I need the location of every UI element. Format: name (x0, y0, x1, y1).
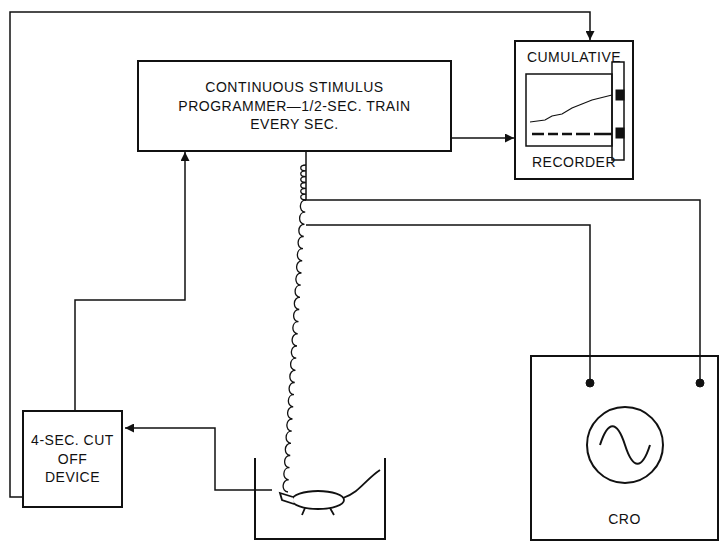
rat-head (280, 493, 294, 504)
chart-paper (526, 74, 612, 146)
recorder-chart (526, 62, 624, 160)
event-trace (532, 133, 612, 136)
connector (306, 152, 700, 355)
pen-carriage (612, 62, 624, 160)
signal-wire (306, 225, 590, 355)
sine-wave (600, 426, 650, 464)
cro-box: CRO (530, 355, 719, 541)
pen (616, 128, 624, 138)
lead-coil (301, 165, 306, 200)
connector (452, 137, 514, 139)
recorder-box: CUMULATIVE RECORDER (514, 40, 634, 180)
programmer-box: CONTINUOUS STIMULUS PROGRAMMER—1/2-SEC. … (137, 60, 452, 152)
cutoff-box: 4-SEC. CUT OFF DEVICE (22, 410, 123, 508)
rat (280, 470, 380, 515)
node-label: CONTINUOUS STIMULUS PROGRAMMER—1/2-SEC. … (173, 78, 416, 135)
rat-leg (302, 508, 334, 515)
lever-wire (125, 428, 272, 490)
electrode-lead (283, 165, 306, 492)
rat-tail (343, 470, 380, 498)
terminal-lead (590, 357, 700, 383)
screen-circle (587, 407, 663, 483)
node-label: RECORDER (520, 153, 628, 172)
connector (75, 152, 185, 410)
node-label: CUMULATIVE (520, 48, 628, 67)
node-label: 4-SEC. CUT OFF DEVICE (30, 431, 115, 488)
cage (255, 458, 385, 539)
lead-coil (283, 200, 306, 492)
rat-body (292, 491, 344, 509)
cro-screen (586, 357, 704, 483)
cumulative-trace (530, 95, 612, 122)
pen (616, 90, 624, 100)
node-label: CRO (536, 510, 713, 529)
